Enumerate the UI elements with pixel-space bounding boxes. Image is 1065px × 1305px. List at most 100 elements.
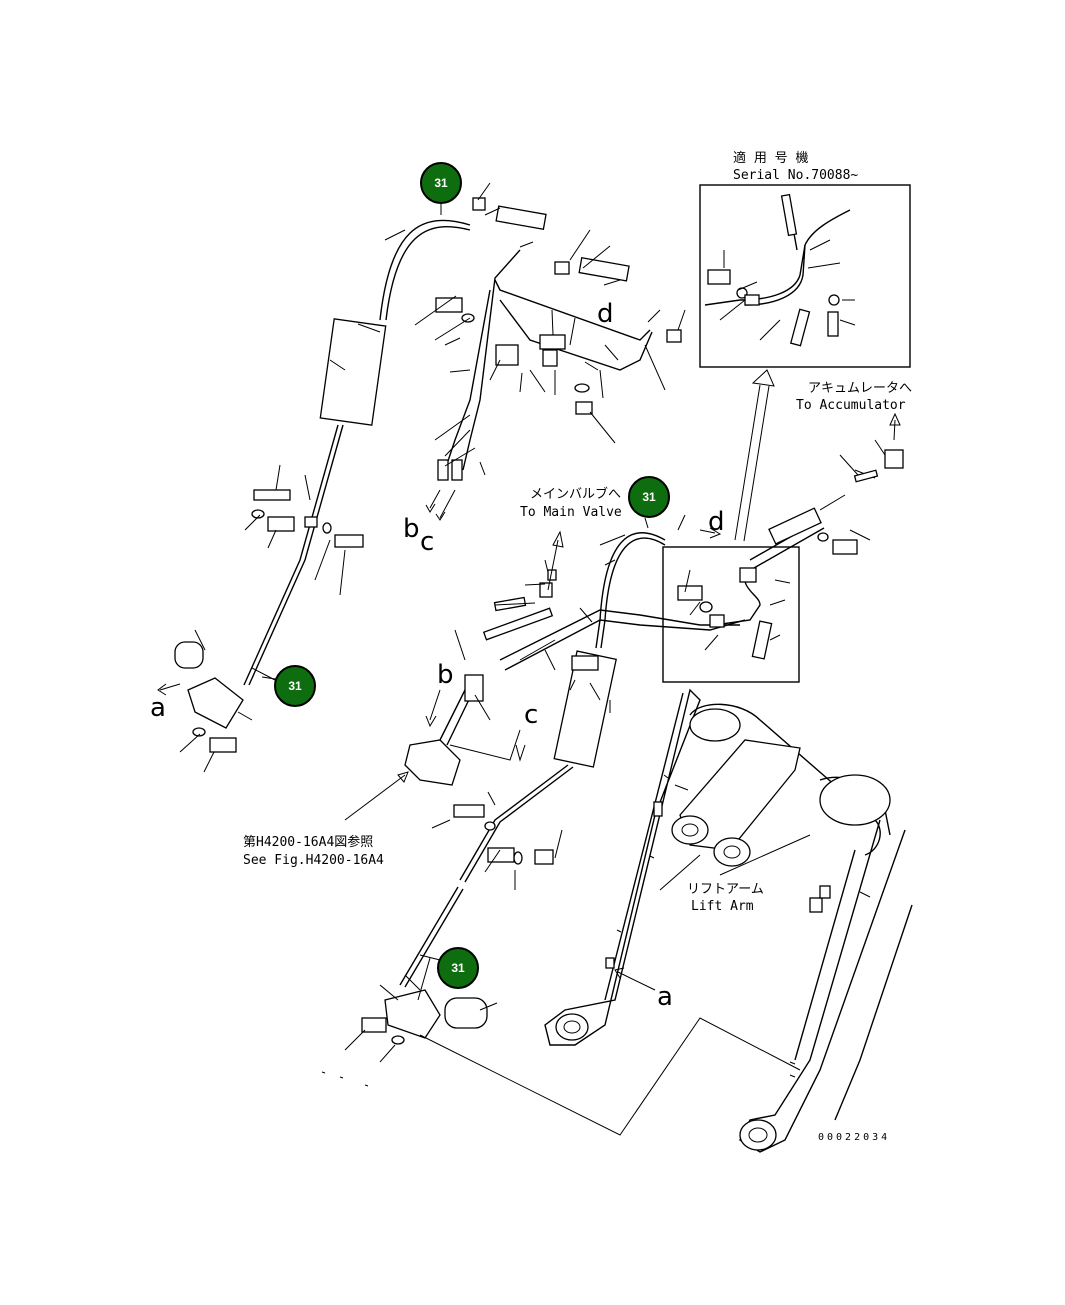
washer-1	[251, 509, 265, 519]
bolt-3	[334, 534, 364, 548]
fitting-5	[464, 674, 484, 702]
cross-tube-end	[689, 708, 741, 742]
fitting-3	[539, 582, 553, 598]
bellcrank	[679, 739, 801, 851]
bolt-6	[539, 334, 566, 350]
upper-center-pipes	[414, 182, 686, 521]
switch-block-left	[187, 677, 244, 729]
bucket-edge	[834, 904, 913, 1121]
fitting-c	[451, 459, 463, 481]
lift-arm-left	[544, 688, 701, 1046]
pipe-2	[494, 279, 651, 341]
bracket-2	[578, 257, 630, 282]
ref-letter-c-upper: c	[420, 527, 434, 557]
washer-7	[513, 851, 523, 865]
to-accumulator-jp: アキュムレータへ	[808, 381, 912, 396]
drawing-number: 00022034	[818, 1132, 890, 1143]
pin-crank-1	[671, 815, 709, 845]
pin-bottom-right	[739, 1119, 777, 1151]
hose-protector	[319, 318, 387, 426]
bolt-d	[677, 585, 703, 601]
bolt-2	[267, 516, 295, 532]
bolt-1	[253, 489, 291, 501]
washer-3	[192, 727, 206, 737]
nut-2	[575, 401, 593, 415]
bolt-7	[571, 655, 599, 671]
callout-31-top[interactable]: 31	[420, 162, 462, 215]
rod	[482, 607, 554, 641]
callout-label: 31	[288, 679, 302, 693]
bracket-top	[495, 205, 547, 230]
arm-clip-2	[605, 957, 615, 969]
detail-box-d	[662, 412, 904, 683]
see-fig-jp: 第H4200-16A4図参照	[243, 834, 373, 850]
hose-protector-2	[553, 650, 617, 768]
inset-clamp-plate	[789, 308, 811, 347]
leader-c	[449, 729, 521, 761]
to-main-valve-en: To Main Valve	[520, 505, 622, 520]
nut-5	[472, 197, 486, 211]
inset-serial-box: 適 用 号 機 Serial No.70088~	[699, 150, 911, 368]
fitting-d	[739, 567, 757, 583]
bolt-9	[487, 847, 515, 863]
inset-arrow	[734, 369, 775, 542]
cylinder-lower	[444, 997, 488, 1029]
see-fig-arrow	[344, 774, 406, 821]
bolt-10	[832, 539, 858, 555]
to-accumulator-en: To Accumulator	[796, 398, 906, 413]
hose-upper-arc	[379, 219, 471, 321]
ref-letter-a-right: a	[657, 982, 673, 1012]
inset-washer-2	[828, 294, 840, 306]
arm-clip-3	[809, 897, 823, 913]
washer-8	[817, 532, 829, 542]
callout-label: 31	[451, 961, 465, 975]
lift-arm-en: Lift Arm	[691, 899, 754, 914]
ref-letter-d-upper: d	[597, 299, 614, 329]
lift-arm	[544, 688, 913, 1153]
ref-letter-b-lower: b	[437, 660, 454, 690]
nut-1	[542, 349, 558, 367]
inset-leaders	[719, 239, 856, 341]
tee-fitting	[884, 449, 904, 469]
switch-block-lower	[384, 989, 441, 1039]
see-fig-en: See Fig.H4200-16A4	[243, 853, 384, 868]
lift-arm-right	[739, 819, 906, 1153]
cross-tube-right	[819, 774, 891, 826]
middle-hose-assembly	[399, 514, 746, 988]
callout-31-middle[interactable]: 31	[628, 476, 670, 529]
pipe-1	[462, 249, 521, 471]
washer-4	[461, 313, 475, 323]
inset-bracket-plate	[780, 193, 798, 237]
inset-hose-upper	[804, 209, 851, 246]
arm-clip-1	[653, 801, 663, 817]
hose-middle-arc	[595, 532, 666, 649]
inset-clamp	[744, 294, 760, 306]
switch-block-center	[404, 739, 461, 786]
washer-9	[391, 1035, 405, 1045]
inset-bolt-2	[827, 311, 839, 337]
bolt-5	[435, 297, 463, 313]
washer-6	[484, 821, 496, 831]
clamp-plate-d	[751, 620, 773, 660]
callout-label: 31	[434, 176, 448, 190]
protector-d	[768, 507, 822, 545]
ref-letter-b-upper: b	[403, 514, 420, 544]
hose-middle-lower	[459, 764, 569, 881]
lower-switch-block	[321, 957, 801, 1136]
callout-31-left[interactable]: 31	[251, 665, 316, 707]
ref-letter-c-lower: c	[524, 700, 538, 730]
cross-tube	[689, 703, 881, 856]
bolt-11	[361, 1017, 387, 1033]
washer-2	[322, 522, 332, 534]
clamp-d	[709, 614, 725, 628]
cylinder-left	[174, 641, 204, 669]
arm-clip-4	[819, 885, 831, 899]
fitting-acc	[853, 469, 879, 483]
callout-31-bottom[interactable]: 31	[419, 947, 479, 989]
hose-lower	[243, 424, 339, 686]
pin-crank-2	[713, 837, 751, 867]
fitting-b	[437, 459, 449, 481]
clamp-block	[495, 344, 519, 366]
